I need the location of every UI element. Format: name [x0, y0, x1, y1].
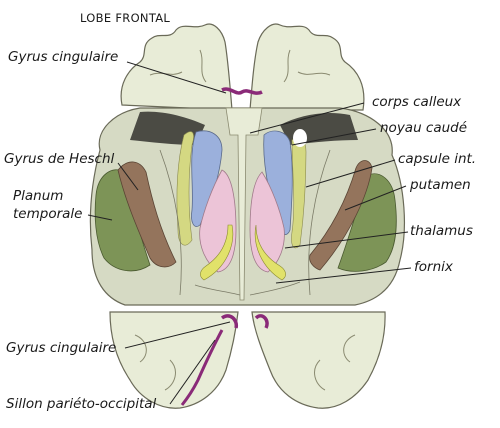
label-corps-calleux: corps calleux: [372, 94, 462, 110]
label-temporale: temporale: [13, 206, 82, 222]
internal-capsule-right: [291, 137, 307, 249]
label-gyrus-cingulaire-top: Gyrus cingulaire: [8, 49, 118, 65]
caudate-nucleus-left: [191, 130, 223, 227]
label-noyau-caude: noyau caudé: [380, 120, 467, 136]
parieto-occipital-sulcus: [180, 329, 224, 406]
fornix-right: [254, 224, 286, 281]
title-lobe-frontal: LOBE FRONTAL: [80, 11, 170, 25]
label-putamen: putamen: [409, 177, 471, 193]
heschl-gyrus-left: [117, 161, 177, 268]
fornix-left: [200, 224, 234, 281]
label-gyrus-cingulaire-bottom: Gyrus cingulaire: [6, 340, 116, 356]
cingulate-gyrus-posterior: [220, 314, 269, 329]
corpus-callosum: [225, 107, 263, 301]
frontal-lobe: [120, 23, 365, 111]
cingulate-gyrus-anterior: [221, 87, 263, 95]
label-sillon-parieto-occipital: Sillon pariéto-occipital: [6, 396, 157, 412]
label-capsule-int: capsule int.: [398, 151, 476, 167]
leader-lines: [87, 61, 412, 405]
label-planum: Planum: [13, 188, 63, 204]
planum-temporale-left: [94, 169, 151, 272]
central-section: [89, 107, 406, 306]
internal-capsule-left: [176, 131, 194, 246]
label-fornix: fornix: [414, 259, 454, 275]
posterior-lobes: [109, 311, 386, 409]
labels: LOBE FRONTAL Gyrus cingulaire Gyrus de H…: [4, 11, 476, 412]
label-thalamus: thalamus: [410, 223, 473, 239]
label-gyrus-heschl: Gyrus de Heschl: [4, 151, 115, 167]
planum-temporale-right: [337, 173, 397, 272]
